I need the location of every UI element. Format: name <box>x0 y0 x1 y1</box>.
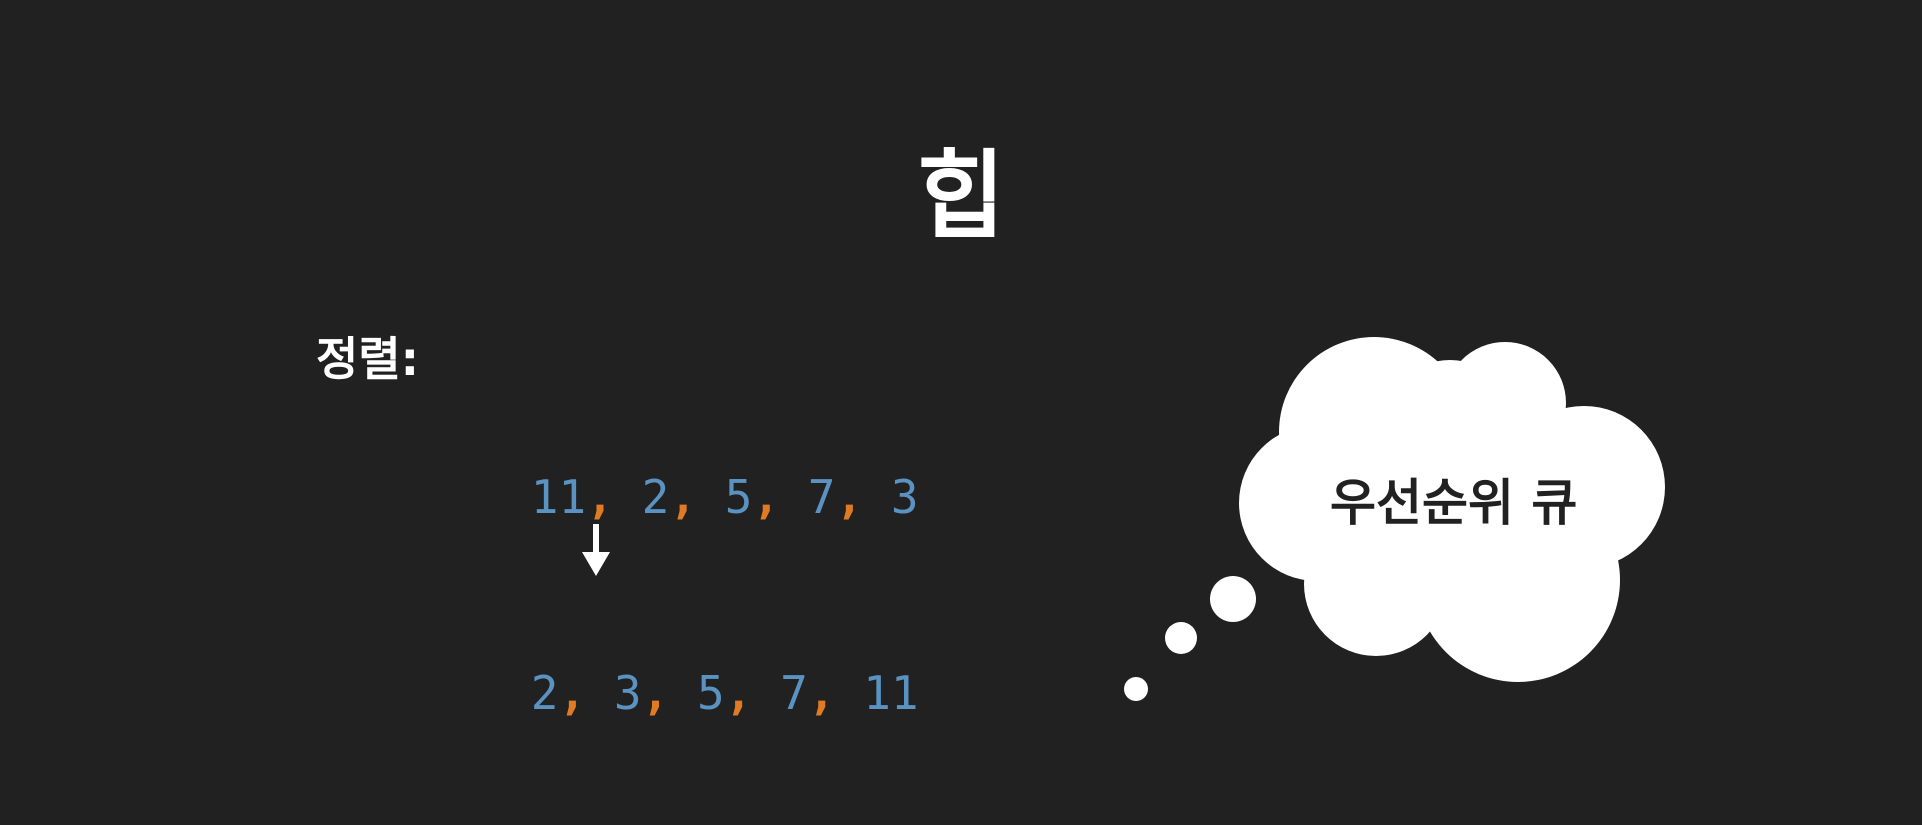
sequence-number: 3 <box>890 470 919 524</box>
sequence-number: 11 <box>863 666 919 720</box>
sequence-comma: , <box>807 666 836 720</box>
sequence-number: 7 <box>780 666 808 720</box>
unsorted-sequence: 11, 2, 5, 7, 3 <box>420 428 919 566</box>
sequence-comma: , <box>558 666 587 720</box>
sequence-comma: , <box>669 470 697 524</box>
sequence-comma: , <box>586 470 614 524</box>
sequence-comma: , <box>835 470 864 524</box>
sequence-number: 2 <box>530 666 559 720</box>
down-arrow-icon <box>582 524 610 576</box>
priority-queue-label: 우선순위 큐 <box>1330 474 1578 532</box>
sequence-number: 2 <box>641 470 670 524</box>
sort-label: 정렬: <box>316 332 420 386</box>
sequence-comma: , <box>752 470 781 524</box>
sequence-number: 11 <box>530 470 587 524</box>
sequence-comma: , <box>724 666 753 720</box>
sequence-number: 3 <box>613 666 642 720</box>
sequence-number: 5 <box>697 666 725 720</box>
slide-title: 힙 <box>916 140 1006 252</box>
sorted-sequence: 2, 3, 5, 7, 11 <box>420 624 919 762</box>
thought-cloud-icon <box>1124 337 1665 701</box>
sequence-number: 5 <box>724 470 753 524</box>
sequence-number: 7 <box>807 470 836 524</box>
sequence-comma: , <box>641 666 670 720</box>
